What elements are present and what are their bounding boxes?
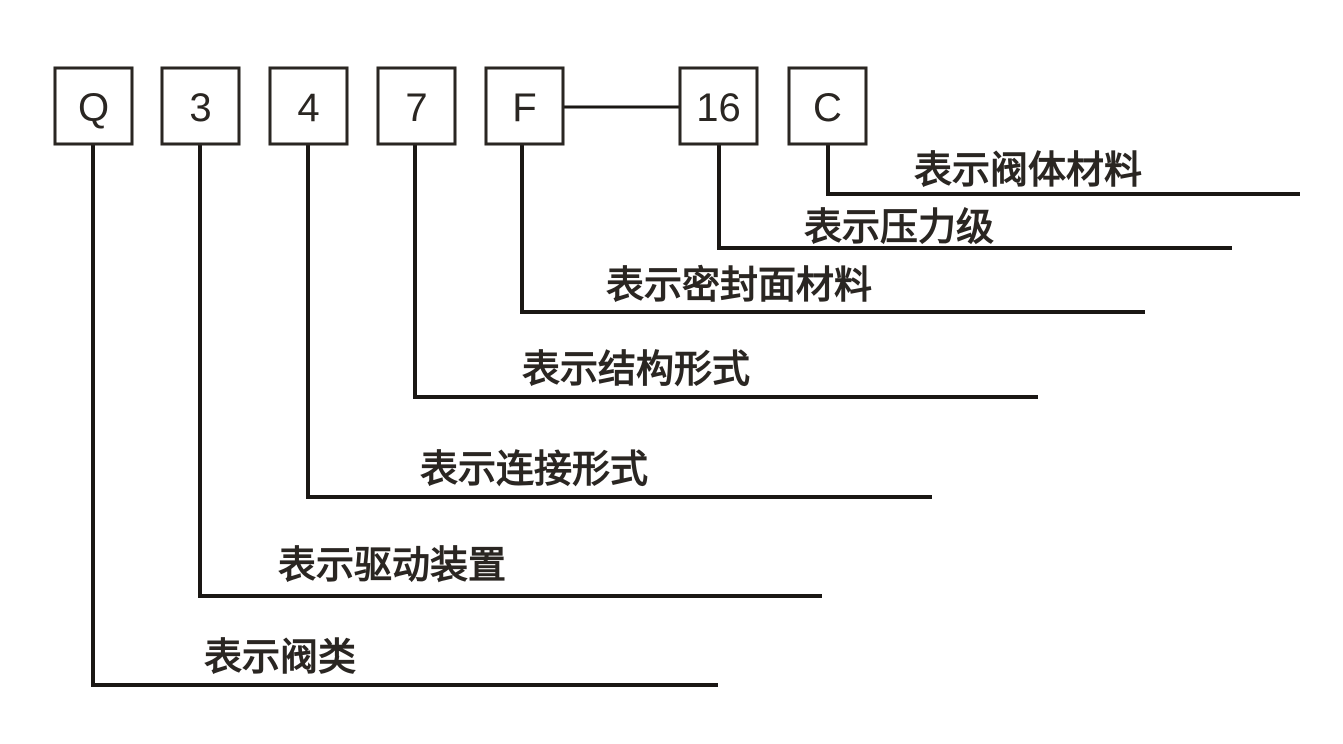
code-label-q: Q bbox=[78, 86, 109, 130]
leader-line-c bbox=[826, 145, 1300, 196]
description-valve-type: 表示阀类 bbox=[204, 635, 356, 679]
description-structure-type: 表示结构形式 bbox=[522, 347, 750, 391]
code-box-q: Q bbox=[53, 66, 134, 146]
code-box-16: 16 bbox=[678, 66, 759, 146]
code-box-c: C bbox=[787, 66, 868, 146]
leader-line-f bbox=[520, 145, 1145, 314]
leader-line-7 bbox=[413, 145, 1038, 399]
code-label-7: 7 bbox=[405, 86, 427, 130]
code-label-3: 3 bbox=[189, 86, 211, 130]
code-label-f: F bbox=[512, 86, 536, 130]
code-box-3: 3 bbox=[160, 66, 241, 146]
leader-line-3 bbox=[198, 145, 822, 598]
code-box-4: 4 bbox=[268, 66, 349, 146]
code-label-4: 4 bbox=[297, 86, 319, 130]
description-seal-material: 表示密封面材料 bbox=[606, 263, 872, 307]
leader-line-q bbox=[91, 145, 718, 687]
leader-line-16 bbox=[717, 145, 1232, 250]
code-label-c: C bbox=[813, 86, 842, 130]
description-pressure-rating: 表示压力级 bbox=[804, 205, 994, 249]
code-label-16: 16 bbox=[696, 86, 741, 130]
description-connection-type: 表示连接形式 bbox=[420, 447, 648, 491]
description-drive-device: 表示驱动装置 bbox=[278, 543, 506, 587]
code-box-7: 7 bbox=[376, 66, 457, 146]
leader-line-4 bbox=[306, 145, 932, 499]
code-box-f: F bbox=[484, 66, 565, 146]
description-body-material: 表示阀体材料 bbox=[914, 148, 1142, 192]
